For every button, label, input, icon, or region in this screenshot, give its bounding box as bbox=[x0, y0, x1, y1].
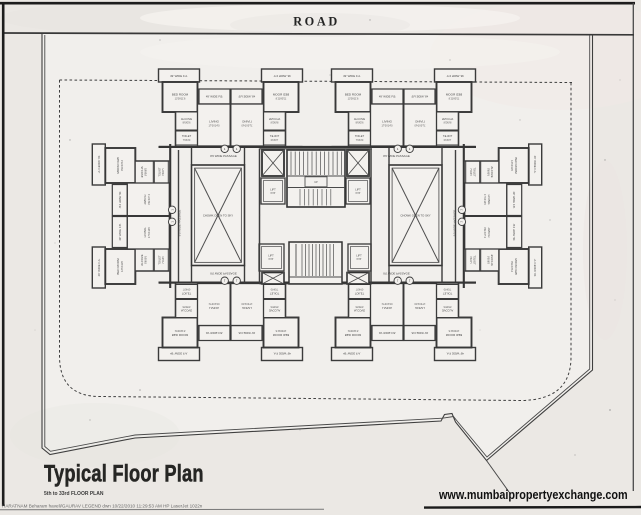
svg-text:5th to 33rd FLOOR PLAN: 5th to 33rd FLOOR PLAN bbox=[44, 491, 104, 497]
svg-text:HARATNAM Beharam haveli/GAURAV: HARATNAM Beharam haveli/GAURAV LEGEND dw… bbox=[2, 504, 203, 509]
svg-text:www.mumbaipropertyexchange.com: www.mumbaipropertyexchange.com bbox=[438, 488, 628, 502]
svg-text:Typical Floor Plan: Typical Floor Plan bbox=[44, 460, 204, 487]
svg-text:ROAD: ROAD bbox=[293, 15, 340, 29]
